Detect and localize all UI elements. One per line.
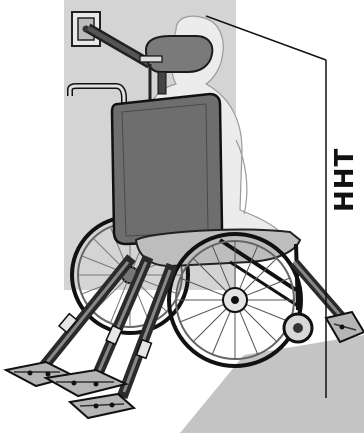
floor-plane [180,335,364,433]
front-caster [284,300,312,342]
hht-dimension-label: HHT [327,152,364,212]
chair-back [112,94,222,244]
rear-wheel-right [169,234,301,366]
